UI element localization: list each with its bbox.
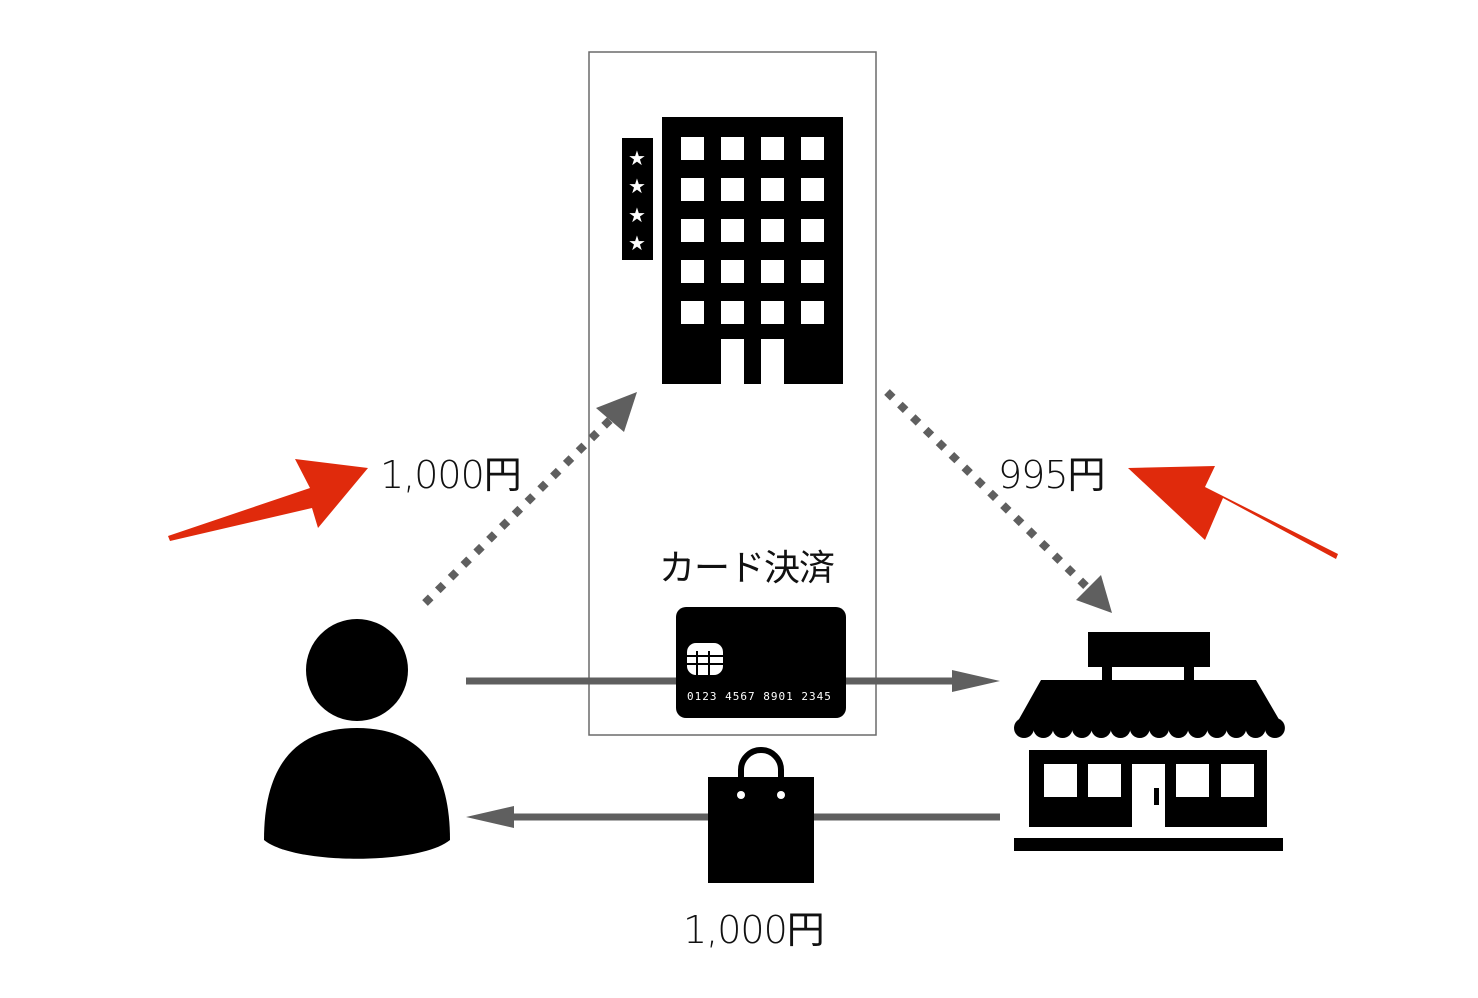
building-window — [761, 178, 784, 201]
storefront-icon — [1014, 632, 1285, 851]
building-window — [801, 260, 824, 283]
star-rating-sign — [622, 138, 653, 260]
highlight-arrow-right — [1128, 466, 1338, 559]
building-window — [801, 178, 824, 201]
dotted-arrow-customer-to-company — [422, 407, 623, 606]
building-window — [721, 178, 744, 201]
building-window — [801, 219, 824, 242]
building-window — [801, 301, 824, 324]
svg-text:★: ★ — [628, 203, 646, 227]
awning-scallop — [1110, 718, 1131, 738]
card-number: 0123 4567 8901 2345 — [687, 690, 832, 703]
awning-scallop — [1071, 718, 1092, 738]
building-window — [721, 137, 744, 160]
awning-scallop — [1245, 718, 1266, 738]
awning-scallop — [1052, 718, 1073, 738]
awning-scallop — [1187, 718, 1208, 738]
awning-scallop — [1207, 718, 1227, 738]
shopping-bag-icon — [708, 747, 814, 883]
svg-text:★: ★ — [628, 146, 646, 170]
building-window — [761, 137, 784, 160]
arrowhead-down — [1076, 575, 1112, 613]
awning-scallop — [1149, 718, 1170, 738]
awning-scallop — [1226, 718, 1247, 738]
svg-text:★: ★ — [628, 231, 646, 255]
hotel-building-icon: ★ ★ ★ ★ — [622, 117, 843, 384]
amount-customer-to-company: 1,000円 — [380, 453, 522, 497]
building-window — [721, 219, 744, 242]
dotted-arrow-company-to-store — [884, 389, 1095, 595]
card-chip — [687, 643, 723, 675]
awning-scallop — [1129, 718, 1150, 738]
building-window — [681, 178, 704, 201]
building-window — [681, 301, 704, 324]
building-window — [761, 301, 784, 324]
card-payment-label: カード決済 — [659, 548, 835, 589]
awning-scallop — [1033, 718, 1054, 738]
highlight-arrow-left — [168, 459, 368, 541]
awning-scallop — [1014, 718, 1034, 738]
svg-text:★: ★ — [628, 174, 646, 198]
building-window — [801, 137, 824, 160]
awning-scallop — [1264, 718, 1285, 738]
building-window — [681, 137, 704, 160]
credit-card-icon: 0123 4567 8901 2345 — [676, 607, 846, 718]
awning-scallop — [1091, 718, 1112, 738]
building-window — [721, 260, 744, 283]
building-window — [761, 219, 784, 242]
card-company-frame — [588, 51, 877, 736]
building-window — [681, 219, 704, 242]
arrowhead-right — [952, 670, 1000, 692]
amount-purchase: 1,000円 — [683, 908, 825, 952]
arrowhead-up — [596, 392, 637, 432]
arrowhead-left — [466, 806, 514, 828]
building-window — [721, 301, 744, 324]
star-icons: ★ ★ ★ ★ — [628, 146, 646, 255]
building-window — [761, 260, 784, 283]
amount-company-to-store: 995円 — [998, 453, 1106, 497]
awning-scallop — [1168, 718, 1189, 738]
person-icon — [264, 619, 450, 859]
building-window — [681, 260, 704, 283]
